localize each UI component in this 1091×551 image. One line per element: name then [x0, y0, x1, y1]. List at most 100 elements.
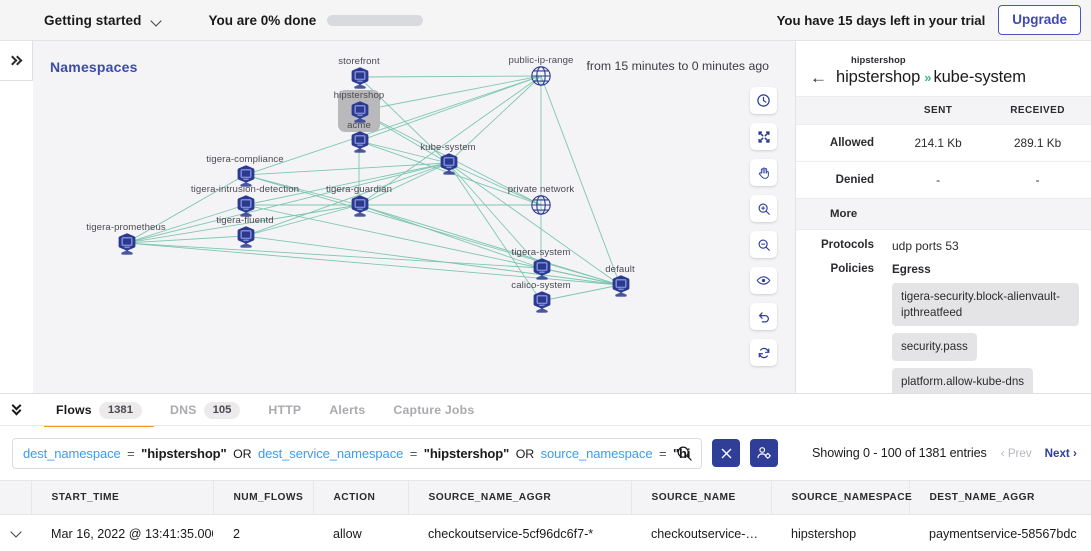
node-label-private-network: private network — [507, 184, 575, 195]
graph-edge — [244, 75, 542, 176]
query-token-op: = — [658, 445, 667, 461]
protocols-row: Protocols udp ports 53 — [796, 230, 1091, 253]
search-query-text: dest_namespace = "hipstershop" OR dest_s… — [23, 446, 691, 461]
flows-table-header: START_TIME NUM_FLOWS ACTION SOURCE_NAME_… — [0, 480, 1091, 515]
col-source-namespace[interactable]: SOURCE_NAMESPACE — [771, 480, 912, 515]
results-count: Showing 0 - 100 of 1381 entries — [812, 446, 987, 460]
detail-panel: hipstershop ← hipstershop»kube-system SE… — [795, 41, 1091, 393]
policies-label: Policies — [830, 263, 874, 275]
progress-text: You are 0% done — [208, 12, 317, 28]
protocols-label: Protocols — [820, 239, 874, 251]
graph-node-acme[interactable] — [348, 130, 370, 153]
graph-edge — [358, 75, 542, 78]
more-section-header[interactable]: More — [796, 199, 1091, 230]
graph-edge — [125, 235, 246, 244]
undo-icon-button[interactable] — [750, 303, 777, 330]
tab-alerts[interactable]: Alerts — [315, 394, 379, 426]
node-label-tigera-fluentd: tigera-fluentd — [216, 215, 274, 226]
graph-node-tigera-intrusion-detection[interactable] — [234, 194, 256, 217]
node-label-tigera-system: tigera-system — [511, 247, 571, 258]
prev-page-button[interactable]: ‹ Prev — [1000, 446, 1032, 460]
graph-edge — [447, 162, 621, 286]
cell-num-flows: 2 — [213, 514, 313, 551]
tab-http-label: HTTP — [268, 403, 302, 417]
node-label-tigera-guardian: tigera-guardian — [325, 184, 393, 195]
query-token-val: "hipstershop" — [423, 445, 510, 461]
bottom-panel: Flows 1381 DNS 105 HTTP Alerts Capture J… — [0, 393, 1091, 551]
graph-node-tigera-compliance[interactable] — [234, 164, 256, 187]
graph-node-tigera-system[interactable] — [530, 257, 552, 280]
graph-node-tigera-prometheus[interactable] — [115, 232, 137, 255]
clock-icon-button[interactable] — [750, 87, 777, 114]
graph-edge — [125, 204, 360, 244]
getting-started-label: Getting started — [44, 12, 142, 28]
graph-title[interactable]: Namespaces — [50, 59, 138, 75]
row-expand-button[interactable] — [0, 514, 31, 551]
col-num-flows[interactable]: NUM_FLOWS — [213, 480, 314, 515]
graph-node-storefront[interactable] — [348, 66, 370, 89]
graph-edge — [358, 204, 621, 286]
graph-node-tigera-fluentd[interactable] — [234, 225, 256, 248]
col-dest-name-aggr[interactable]: DEST_NAME_AGGR — [909, 480, 1091, 515]
node-label-tigera-compliance: tigera-compliance — [206, 154, 284, 165]
graph-node-tigera-guardian[interactable] — [348, 194, 370, 217]
getting-started-menu[interactable]: Getting started — [44, 13, 162, 28]
policy-pill[interactable]: tigera-security.block-alienvault-ipthrea… — [892, 283, 1079, 327]
tab-flows[interactable]: Flows 1381 — [42, 394, 156, 427]
graph-edge — [447, 162, 542, 302]
sidebar-expand-button[interactable] — [0, 41, 33, 81]
policy-pill[interactable]: platform.allow-kube-dns — [892, 367, 1034, 393]
graph-node-private-network[interactable] — [530, 194, 552, 216]
graph-edge — [125, 204, 246, 244]
bottom-tabs: Flows 1381 DNS 105 HTTP Alerts Capture J… — [0, 394, 1091, 427]
graph-node-kube-system[interactable] — [437, 152, 459, 175]
tab-capture-jobs[interactable]: Capture Jobs — [379, 394, 488, 426]
col-source-name[interactable]: SOURCE_NAME — [631, 480, 772, 515]
hand-icon-button[interactable] — [750, 159, 777, 186]
row-label-allowed: Allowed — [796, 124, 892, 162]
graph-node-public-ip-range[interactable] — [530, 65, 552, 87]
user-settings-button[interactable] — [750, 439, 778, 467]
tab-http[interactable]: HTTP — [254, 394, 315, 426]
tab-dns[interactable]: DNS 105 — [156, 394, 254, 426]
refresh-icon-button[interactable] — [750, 339, 777, 366]
graph-node-default[interactable] — [609, 274, 631, 297]
double-chevron-right-icon — [7, 55, 23, 67]
query-token-field[interactable]: dest_namespace — [23, 445, 121, 461]
policies-row: Policies Egress tigera-security.block-al… — [796, 253, 1091, 393]
upgrade-button[interactable]: Upgrade — [998, 5, 1081, 35]
node-label-calico-system: calico-system — [511, 280, 571, 291]
col-source-name-aggr[interactable]: SOURCE_NAME_AGGR — [408, 480, 632, 515]
double-chevron-down-icon[interactable] — [10, 400, 30, 417]
col-action[interactable]: ACTION — [313, 480, 409, 515]
chevron-down-icon — [151, 17, 162, 24]
zoom-in-icon-button[interactable] — [750, 195, 777, 222]
graph-edge — [244, 235, 621, 286]
eye-icon-button[interactable] — [750, 267, 777, 294]
policy-pill[interactable]: security.pass — [892, 333, 977, 361]
allowed-received: 289.1 Kb — [984, 124, 1091, 162]
zoom-out-icon-button[interactable] — [750, 231, 777, 258]
search-icon[interactable] — [676, 445, 693, 467]
col-start-time[interactable]: START_TIME — [31, 480, 214, 515]
chevron-down-icon — [9, 526, 22, 538]
allowed-sent: 214.1 Kb — [892, 124, 985, 162]
col-expand — [0, 480, 32, 515]
graph-edge — [540, 284, 621, 302]
table-row[interactable]: Mar 16, 2022 @ 13:41:35.000 2 allow chec… — [0, 514, 1091, 551]
graph-node-hipstershop[interactable] — [348, 100, 370, 123]
query-token-field[interactable]: source_namespace — [540, 445, 653, 461]
search-input[interactable]: dest_namespace = "hipstershop" OR dest_s… — [12, 437, 702, 469]
graph-edge — [358, 75, 542, 142]
node-label-storefront: storefront — [338, 56, 380, 67]
arrow-left-icon[interactable]: ← — [810, 68, 827, 87]
graph-node-calico-system[interactable] — [530, 290, 552, 313]
query-token-field[interactable]: dest_service_namespace — [258, 445, 404, 461]
table-row-allowed: Allowed 214.1 Kb 289.1 Kb — [796, 124, 1091, 162]
next-page-button[interactable]: Next › — [1044, 446, 1077, 460]
clear-filter-button[interactable] — [712, 439, 740, 467]
expand-icon-button[interactable] — [750, 123, 777, 150]
flows-table: START_TIME NUM_FLOWS ACTION SOURCE_NAME_… — [0, 480, 1091, 551]
detail-panel-header: hipstershop ← hipstershop»kube-system — [796, 41, 1091, 96]
